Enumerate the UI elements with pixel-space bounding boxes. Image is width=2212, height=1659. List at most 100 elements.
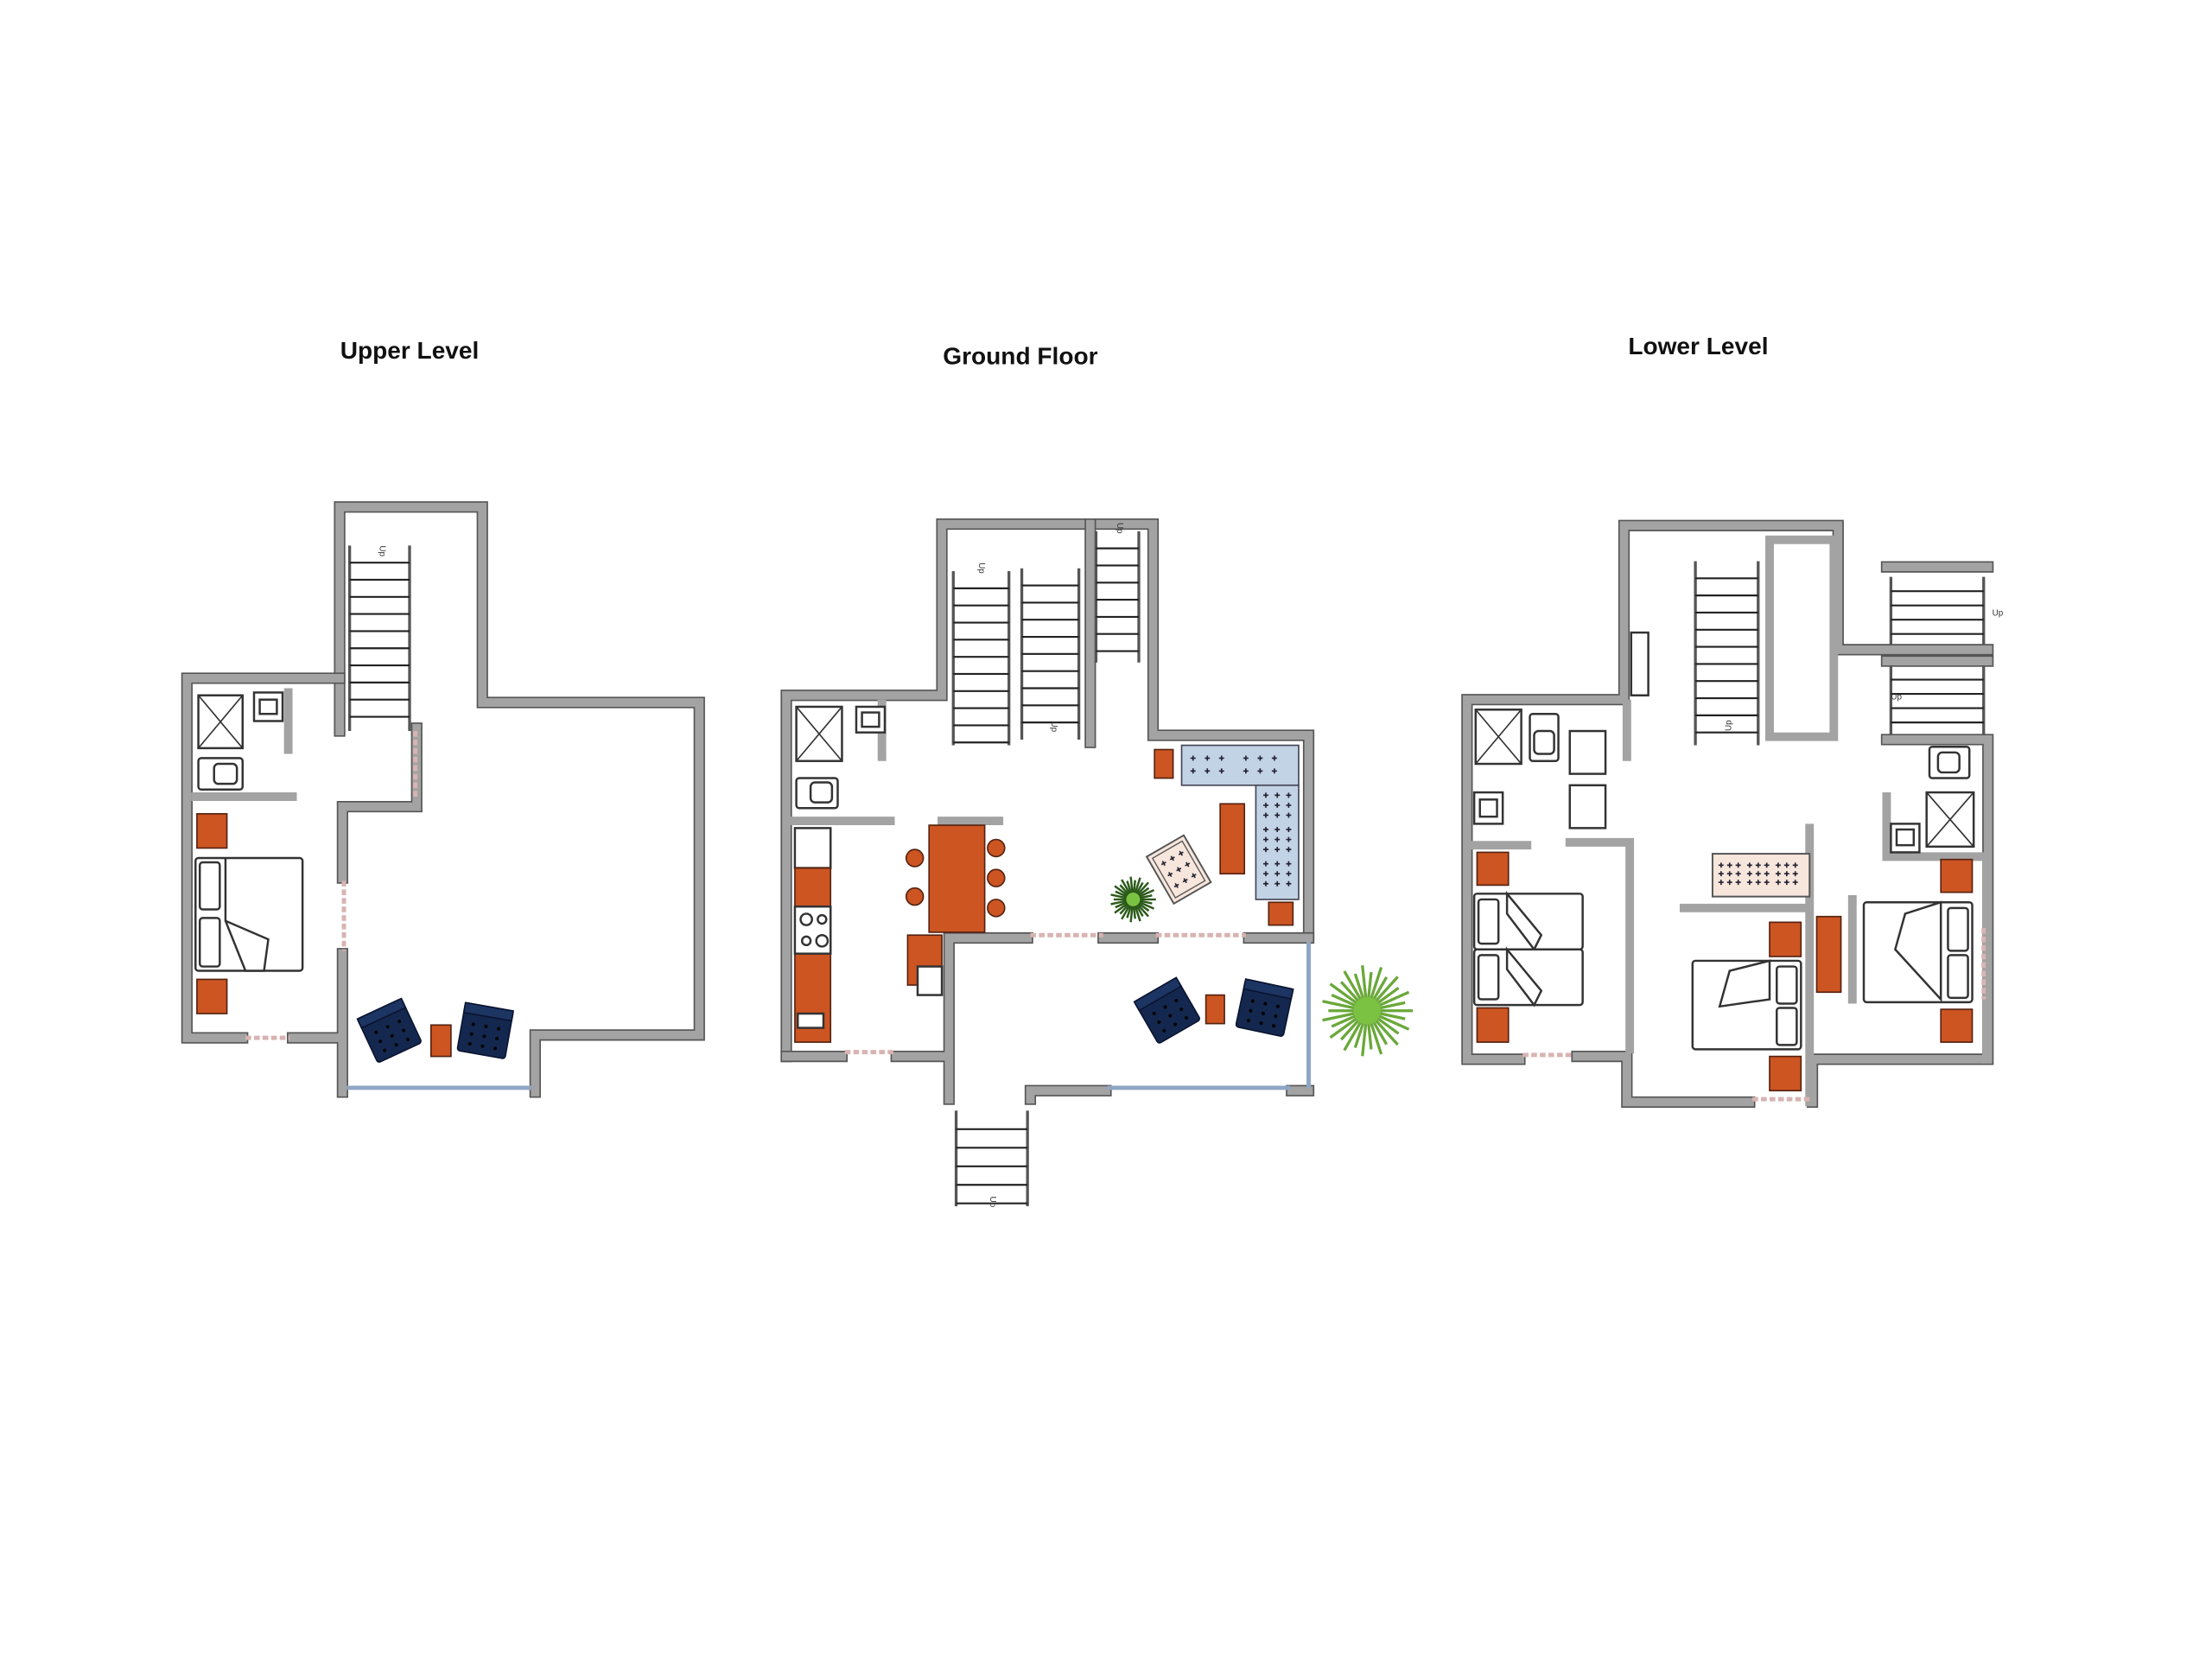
tuft	[1775, 880, 1781, 886]
sofa	[1711, 853, 1811, 898]
dryer	[1568, 784, 1607, 830]
tuft	[1746, 862, 1752, 868]
tuft	[1263, 836, 1268, 842]
kitchen-island	[928, 824, 986, 933]
ground-walls	[780, 518, 1315, 1105]
plant	[1110, 876, 1156, 923]
tuft	[1735, 862, 1741, 868]
tuft	[1286, 880, 1292, 887]
tuft	[493, 1046, 498, 1051]
stair-up-label: Up	[1049, 721, 1058, 732]
tuft	[1726, 880, 1732, 886]
stove	[793, 905, 832, 955]
tuft	[1735, 871, 1741, 877]
bar-stools	[905, 838, 1006, 918]
sink	[855, 705, 887, 734]
tuft	[469, 1032, 474, 1036]
fridge	[793, 827, 832, 869]
tuft	[467, 1042, 472, 1046]
tufting	[1718, 862, 1798, 886]
tuft	[1746, 871, 1752, 877]
plant	[1322, 965, 1414, 1057]
tuft	[1274, 871, 1281, 877]
tuft	[1190, 755, 1196, 761]
lower-level-plan: Lower Level Up Up Up	[1461, 333, 2004, 1109]
tuft	[1185, 861, 1191, 868]
tuft	[1205, 755, 1211, 761]
armchair	[1133, 976, 1200, 1044]
dresser	[1815, 915, 1842, 994]
tuft	[1718, 862, 1724, 868]
tuft	[1261, 1011, 1265, 1015]
tuft	[1286, 847, 1292, 853]
toilet	[197, 757, 245, 791]
tuft	[1755, 880, 1761, 886]
tuft	[1735, 880, 1741, 886]
sink	[1472, 791, 1504, 825]
tuft	[1274, 827, 1281, 832]
nightstand	[1940, 1008, 1974, 1043]
twin-bed	[1472, 890, 1584, 952]
toilet	[1529, 712, 1560, 762]
tuft	[1792, 871, 1798, 877]
tuft	[1764, 871, 1770, 877]
lower-level-title: Lower Level	[1628, 333, 1768, 359]
tuft	[1274, 861, 1281, 867]
tuft	[1271, 755, 1277, 761]
tuft	[1263, 871, 1268, 877]
lower-stairs-right-upper	[1889, 576, 1986, 645]
lower-stairs-main	[1694, 561, 1760, 746]
ground-stairs-right	[1094, 531, 1141, 663]
tuft	[1274, 792, 1281, 798]
tuft	[1783, 880, 1789, 886]
tuft	[1152, 1011, 1156, 1015]
tuft	[1218, 768, 1224, 774]
nightstand	[1940, 858, 1974, 893]
nightstand	[196, 978, 228, 1014]
tuft	[1755, 871, 1761, 877]
tuft	[1176, 867, 1182, 873]
tuft	[482, 1034, 486, 1039]
tuft	[1775, 871, 1781, 877]
tuft	[480, 1044, 485, 1048]
coffee-table	[1219, 803, 1246, 875]
tuft	[383, 1048, 387, 1052]
tuft	[1174, 999, 1179, 1003]
tuft	[1163, 1005, 1167, 1009]
tuft	[1274, 836, 1281, 842]
tuft	[1263, 827, 1268, 832]
tuft	[1783, 862, 1789, 868]
tuft	[1286, 861, 1292, 867]
tuft	[1263, 792, 1268, 798]
tuft	[1263, 812, 1268, 818]
tuft	[1243, 768, 1249, 774]
tuft	[1218, 755, 1224, 761]
nightstand	[1476, 851, 1510, 887]
side-table	[1205, 994, 1225, 1025]
tuft	[1257, 755, 1263, 761]
tuft	[1173, 882, 1179, 888]
tuft	[1274, 847, 1281, 853]
tufting	[1160, 850, 1197, 888]
tuft	[1764, 880, 1770, 886]
ground-stairs-middle	[1020, 568, 1081, 740]
tuft	[1263, 880, 1268, 887]
shower	[795, 705, 843, 762]
tuft	[1173, 1022, 1178, 1027]
tuft	[1274, 880, 1281, 887]
upper-level-title: Upper Level	[340, 337, 480, 364]
tuft	[1178, 850, 1184, 856]
upper-stairs	[347, 545, 411, 732]
shower	[1474, 709, 1522, 766]
tuft	[1775, 862, 1781, 868]
tuft	[390, 1033, 394, 1038]
kitchen-sink	[916, 965, 944, 996]
tuft	[495, 1036, 499, 1040]
plant-center	[1353, 996, 1382, 1025]
tuft	[1157, 1020, 1161, 1024]
stair-up-label: Up	[377, 545, 386, 556]
tuft	[1205, 768, 1211, 774]
end-table	[1268, 901, 1294, 926]
nightstand	[1769, 1055, 1802, 1092]
tuft	[1746, 880, 1752, 886]
